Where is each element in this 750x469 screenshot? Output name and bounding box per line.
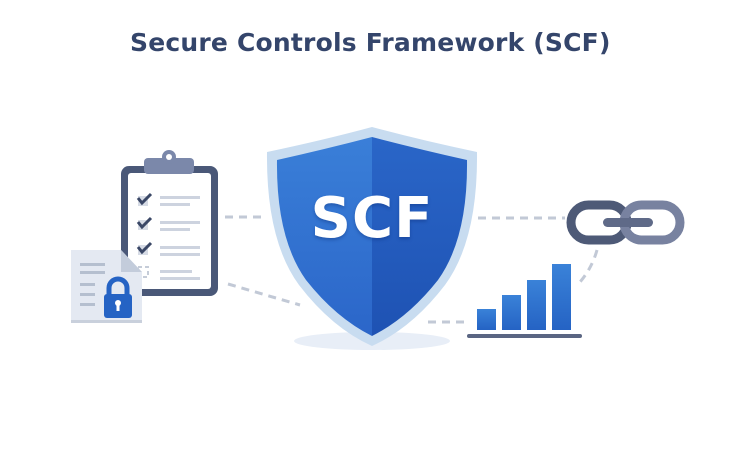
shield-icon bbox=[266, 127, 478, 350]
checklist-item-3 bbox=[136, 241, 200, 256]
locked-document-icon bbox=[71, 250, 142, 323]
connector-lines bbox=[225, 215, 599, 324]
shield-label: SCF bbox=[310, 186, 434, 251]
page-title: Secure Controls Framework (SCF) bbox=[130, 28, 611, 57]
chain-link-icon bbox=[566, 200, 685, 245]
checklist-item-1 bbox=[136, 192, 200, 206]
bar-chart-icon bbox=[467, 264, 582, 338]
clipboard-checklist-icon bbox=[121, 150, 218, 296]
checklist-item-2 bbox=[136, 216, 200, 231]
